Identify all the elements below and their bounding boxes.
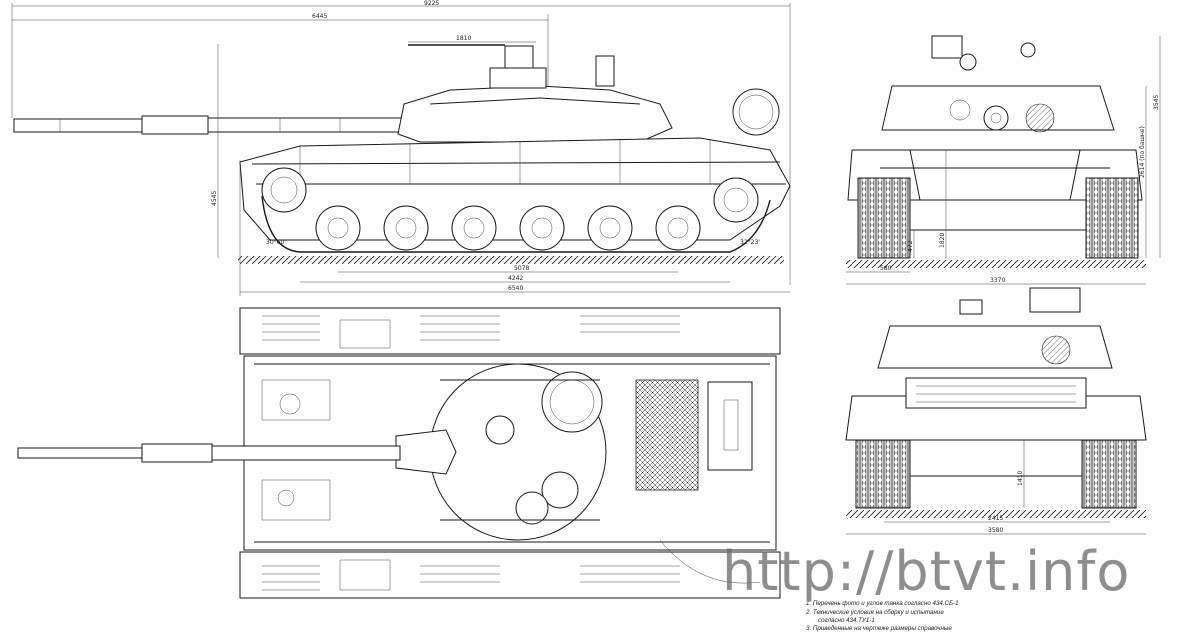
fender-ribs (262, 315, 680, 591)
dim-front-height-note: 2614 (по башне) (1139, 126, 1146, 178)
gunner-hatch (541, 471, 579, 509)
front-track-left (857, 177, 911, 259)
track-side (261, 195, 771, 253)
gun-barrel-muzzle (13, 118, 143, 133)
engine-access-hatch (707, 381, 753, 471)
top-view (17, 307, 781, 599)
rear-view: 2415 3580 1410 (845, 287, 1147, 535)
idler-wheel (261, 167, 307, 213)
road-wheels (315, 205, 701, 251)
dim-rear-width: 3580 (988, 527, 1003, 534)
front-mg-mount (931, 35, 963, 59)
dim-height: 4545 (211, 191, 218, 206)
dim-front-width: 3370 (990, 277, 1005, 284)
front-searchlight (959, 53, 977, 71)
turret (397, 85, 673, 143)
dim-angle-rear: 32°23' (740, 239, 760, 246)
snorkel-drum (732, 88, 780, 136)
gun-barrel-thermal-sleeve (141, 115, 209, 135)
front-periscope (1020, 42, 1036, 58)
dim-hull-height: 1820 (939, 233, 946, 248)
dim-front-height: 3545 (1153, 95, 1160, 110)
rear-track-left (855, 439, 911, 509)
rear-mg-mount (1029, 287, 1081, 313)
rear-turret (877, 325, 1113, 369)
machine-gun-mount (504, 45, 534, 69)
dim-overall-length: 9225 (424, 0, 439, 7)
fender-right (239, 551, 781, 599)
drive-sprocket (713, 177, 759, 223)
ground-side (238, 256, 784, 264)
loader-periscope (515, 491, 549, 525)
note-line-4: 3. Приведенные на чертеже размеры справо… (806, 625, 952, 632)
gun-barrel (207, 117, 409, 133)
dim-track-width: 580 (880, 265, 892, 272)
dim-ground-clearance: 472 (907, 240, 914, 252)
gun-barrel-top-muzzle (17, 447, 143, 459)
front-lower-plate (909, 199, 1087, 231)
rear-track-right (1081, 439, 1137, 509)
rear-stowage-drum (1041, 335, 1071, 365)
front-hull (847, 149, 1143, 201)
dim-track-gauge: 2415 (988, 515, 1003, 522)
dim-rear-height: 1410 (1017, 471, 1024, 486)
ground-front (846, 260, 1146, 268)
dim-track-contact: 4242 (508, 275, 523, 282)
rear-exhaust-panel (905, 377, 1087, 409)
fender-left (239, 307, 781, 355)
ir-searchlight (1025, 103, 1055, 133)
front-view: 580 3370 472 1820 3545 2614 (по башне) (846, 35, 1161, 285)
rear-lower-plate (909, 439, 1083, 477)
dim-road-wheel-span: 5078 (514, 265, 529, 272)
gunner-sight (485, 415, 515, 445)
dim-mg-offset: 1810 (456, 35, 471, 42)
gun-mantlet (395, 429, 457, 475)
engine-deck-grille (635, 379, 699, 491)
dim-hull-length: 6540 (508, 285, 523, 292)
gun-muzzle-front (983, 105, 1009, 131)
gun-barrel-top-sleeve (141, 443, 213, 463)
note-line-1: 1. Перечень фото и углов танка согласно … (806, 600, 959, 607)
watermark-url: http://btvt.info (722, 540, 1131, 603)
commander-hatch (541, 371, 603, 433)
dim-gun-overhang: 6445 (312, 13, 327, 20)
searchlight (595, 55, 615, 87)
note-line-3: согласно 434.ТУ1-1 (818, 617, 875, 624)
rear-searchlight (959, 299, 983, 315)
ground-rear (846, 510, 1146, 518)
side-view: 9225 6445 1810 (11, 0, 791, 296)
gun-barrel-top (211, 445, 401, 461)
note-line-2: 2. Технические условия на сборку и испыт… (806, 609, 944, 616)
front-track-right (1085, 177, 1139, 259)
dim-angle-front: 30°60' (266, 239, 286, 246)
commander-cupola (489, 67, 547, 89)
